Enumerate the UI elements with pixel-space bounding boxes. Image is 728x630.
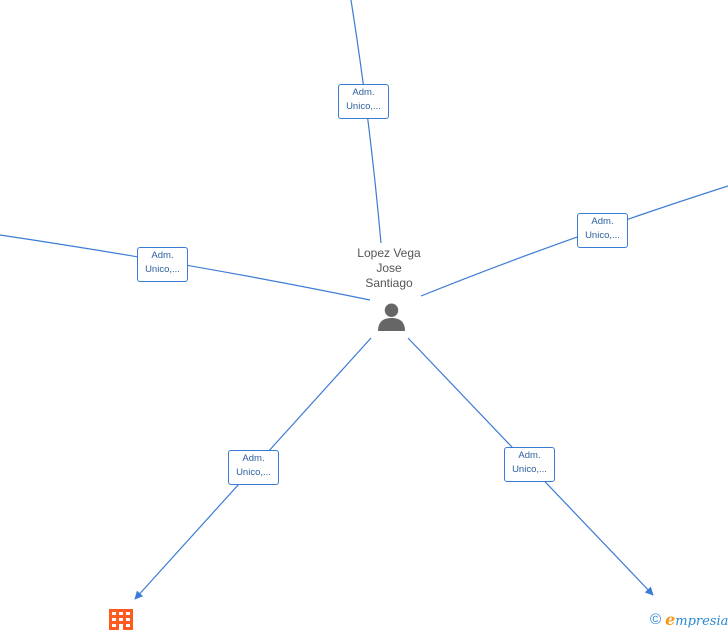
center-person-name[interactable]: Lopez Vega Jose Santiago (340, 246, 438, 291)
edge-label-line: Unico,... (346, 101, 381, 112)
edge-label-line: Unico,... (236, 467, 271, 478)
edge-label-line: Unico,... (585, 230, 620, 241)
edge-label-north[interactable]: Adm. Unico,... (338, 84, 389, 119)
copyright-icon: © (650, 610, 662, 628)
person-name-line: Lopez Vega (357, 246, 421, 260)
person-name-line: Santiago (365, 276, 413, 290)
building-icon[interactable] (109, 609, 133, 630)
edge-label-line: Adm. (242, 453, 265, 464)
brand-logo: empresia (665, 610, 728, 629)
empresia-watermark: © empresia (650, 609, 728, 629)
edge-label-line: Adm. (518, 450, 541, 461)
person-icon[interactable] (377, 302, 406, 331)
edge-label-line: Adm. (151, 250, 174, 261)
edge-label-west[interactable]: Adm. Unico,... (137, 247, 188, 282)
brand-initial: e (665, 609, 676, 629)
edge-west (0, 234, 371, 301)
edge-label-line: Adm. (591, 216, 614, 227)
edge-east (420, 185, 728, 297)
brand-rest: mpresia (675, 613, 728, 629)
person-name-line: Jose (376, 261, 402, 275)
edge-label-line: Unico,... (145, 264, 180, 275)
edge-label-east[interactable]: Adm. Unico,... (577, 213, 628, 248)
edge-label-line: Unico,... (512, 464, 547, 475)
edge-label-line: Adm. (352, 87, 375, 98)
edge-label-southeast[interactable]: Adm. Unico,... (504, 447, 555, 482)
edge-label-southwest[interactable]: Adm. Unico,... (228, 450, 279, 485)
edge-north (350, 0, 382, 244)
